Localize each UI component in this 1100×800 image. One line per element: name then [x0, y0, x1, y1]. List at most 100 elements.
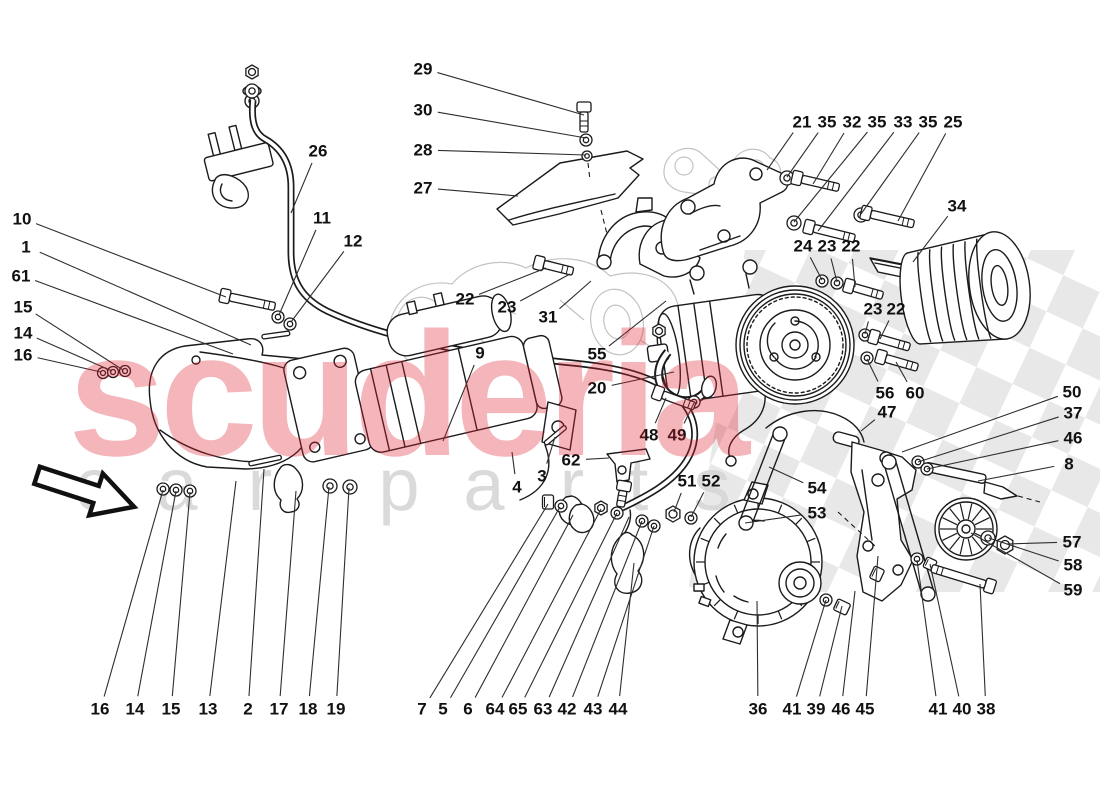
- part-callout-25: 25: [897, 113, 963, 222]
- part-number-label: 20: [588, 379, 607, 398]
- part-callout-6: 6: [463, 514, 574, 719]
- part-number-label: 8: [1064, 455, 1073, 474]
- part-callout-46: 46: [832, 590, 856, 719]
- part-number-label: 60: [906, 384, 925, 403]
- part-callout-42: 42: [558, 520, 643, 719]
- part-callout-17: 17: [270, 490, 297, 719]
- washer-drawing: [581, 150, 593, 162]
- bolt-drawing: [842, 277, 884, 300]
- part-callout-20: 20: [588, 371, 675, 398]
- part-number-label: 16: [14, 346, 33, 365]
- bolt-drawing: [650, 384, 697, 411]
- bolt-drawing: [532, 254, 575, 276]
- part-number-label: 64: [486, 700, 505, 719]
- part-callout-50: 50: [901, 383, 1081, 453]
- part-number-label: 3: [537, 467, 546, 486]
- part-number-label: 37: [1064, 404, 1083, 423]
- bolt-drawing: [790, 169, 841, 192]
- part-callout-4: 4: [511, 451, 522, 497]
- part-callout-39: 39: [807, 605, 843, 719]
- part-callout-15: 15: [14, 298, 124, 371]
- part-number-label: 2: [243, 700, 252, 719]
- part-number-label: 14: [14, 324, 33, 343]
- part-callout-41: 41: [783, 599, 827, 719]
- part-number-label: 38: [977, 700, 996, 719]
- part-callout-1: 1: [21, 238, 252, 346]
- washer-drawing: [684, 511, 698, 525]
- part-number-label: 32: [843, 113, 862, 132]
- part-number-label: 26: [309, 142, 328, 161]
- part-callout-29: 29: [414, 60, 585, 116]
- part-number-label: 25: [944, 113, 963, 132]
- part-number-label: 15: [14, 298, 33, 317]
- part-callout-21: 21: [766, 113, 811, 171]
- part-number-label: 13: [199, 700, 218, 719]
- part-number-label: 54: [808, 479, 827, 498]
- part-callout-65: 65: [509, 512, 618, 719]
- part-callout-14: 14: [126, 490, 177, 719]
- watermark-brand-text: scuderia: [68, 297, 751, 493]
- part-callout-57: 57: [1005, 533, 1081, 552]
- pin-drawing: [543, 425, 567, 446]
- part-number-label: 30: [414, 101, 433, 120]
- washer-drawing: [554, 499, 568, 513]
- part-number-label: 53: [808, 504, 827, 523]
- part-number-label: 59: [1064, 581, 1083, 600]
- part-number-label: 34: [948, 197, 967, 216]
- part-number-label: 63: [534, 700, 553, 719]
- part-callout-52: 52: [690, 472, 720, 518]
- watermark-letter: a: [463, 443, 505, 526]
- part-callout-59: 59: [970, 532, 1083, 600]
- part-number-label: 18: [299, 700, 318, 719]
- part-callout-54: 54: [768, 466, 827, 498]
- part-callout-19: 19: [327, 487, 350, 719]
- washer-drawing: [322, 478, 338, 494]
- part-number-label: 43: [584, 700, 603, 719]
- clutch-pulley-drawing: [735, 285, 855, 405]
- part-number-label: 40: [953, 700, 972, 719]
- washer-drawing: [283, 317, 297, 331]
- part-number-label: 10: [13, 210, 32, 229]
- part-callout-5: 5: [438, 506, 561, 719]
- diagram-art: [31, 64, 1041, 645]
- part-callout-23: 23: [818, 237, 838, 283]
- part-callout-35: 35: [786, 113, 836, 178]
- part-number-label: 58: [1064, 556, 1083, 575]
- washer-drawing: [980, 530, 996, 546]
- part-callout-15: 15: [162, 491, 191, 719]
- bolt-drawing: [802, 218, 856, 243]
- pin-drawing: [261, 330, 291, 340]
- bolt-drawing: [867, 328, 911, 352]
- part-number-label: 9: [475, 344, 484, 363]
- washer-drawing: [156, 482, 170, 496]
- part-callout-11: 11: [278, 209, 331, 316]
- part-callout-38: 38: [977, 583, 996, 719]
- part-number-label: 51: [678, 472, 697, 491]
- part-number-label: 22: [842, 237, 861, 256]
- part-number-label: 42: [558, 700, 577, 719]
- part-callout-45: 45: [856, 555, 879, 719]
- part-number-label: 23: [818, 237, 837, 256]
- part-callout-13: 13: [199, 480, 237, 719]
- part-number-label: 35: [868, 113, 887, 132]
- part-number-label: 39: [807, 700, 826, 719]
- part-callout-63: 63: [534, 516, 630, 719]
- nut-drawing: [245, 64, 259, 80]
- nut-drawing: [594, 500, 608, 516]
- part-number-label: 61: [12, 267, 31, 286]
- part-callout-48: 48: [640, 397, 667, 445]
- part-callout-12: 12: [290, 232, 362, 323]
- part-number-label: 45: [856, 700, 875, 719]
- part-callout-24: 24: [794, 237, 823, 281]
- part-callout-16: 16: [14, 346, 102, 373]
- part-number-label: 23: [864, 300, 883, 319]
- alternator-bracket-drawing: [765, 410, 936, 602]
- washer-drawing: [830, 276, 844, 290]
- part-number-label: 27: [414, 179, 433, 198]
- part-callout-33: 33: [817, 113, 912, 232]
- cable-terminal-bracket-drawing: [203, 85, 274, 209]
- part-callout-34: 34: [912, 197, 967, 263]
- part-callout-9: 9: [442, 344, 485, 442]
